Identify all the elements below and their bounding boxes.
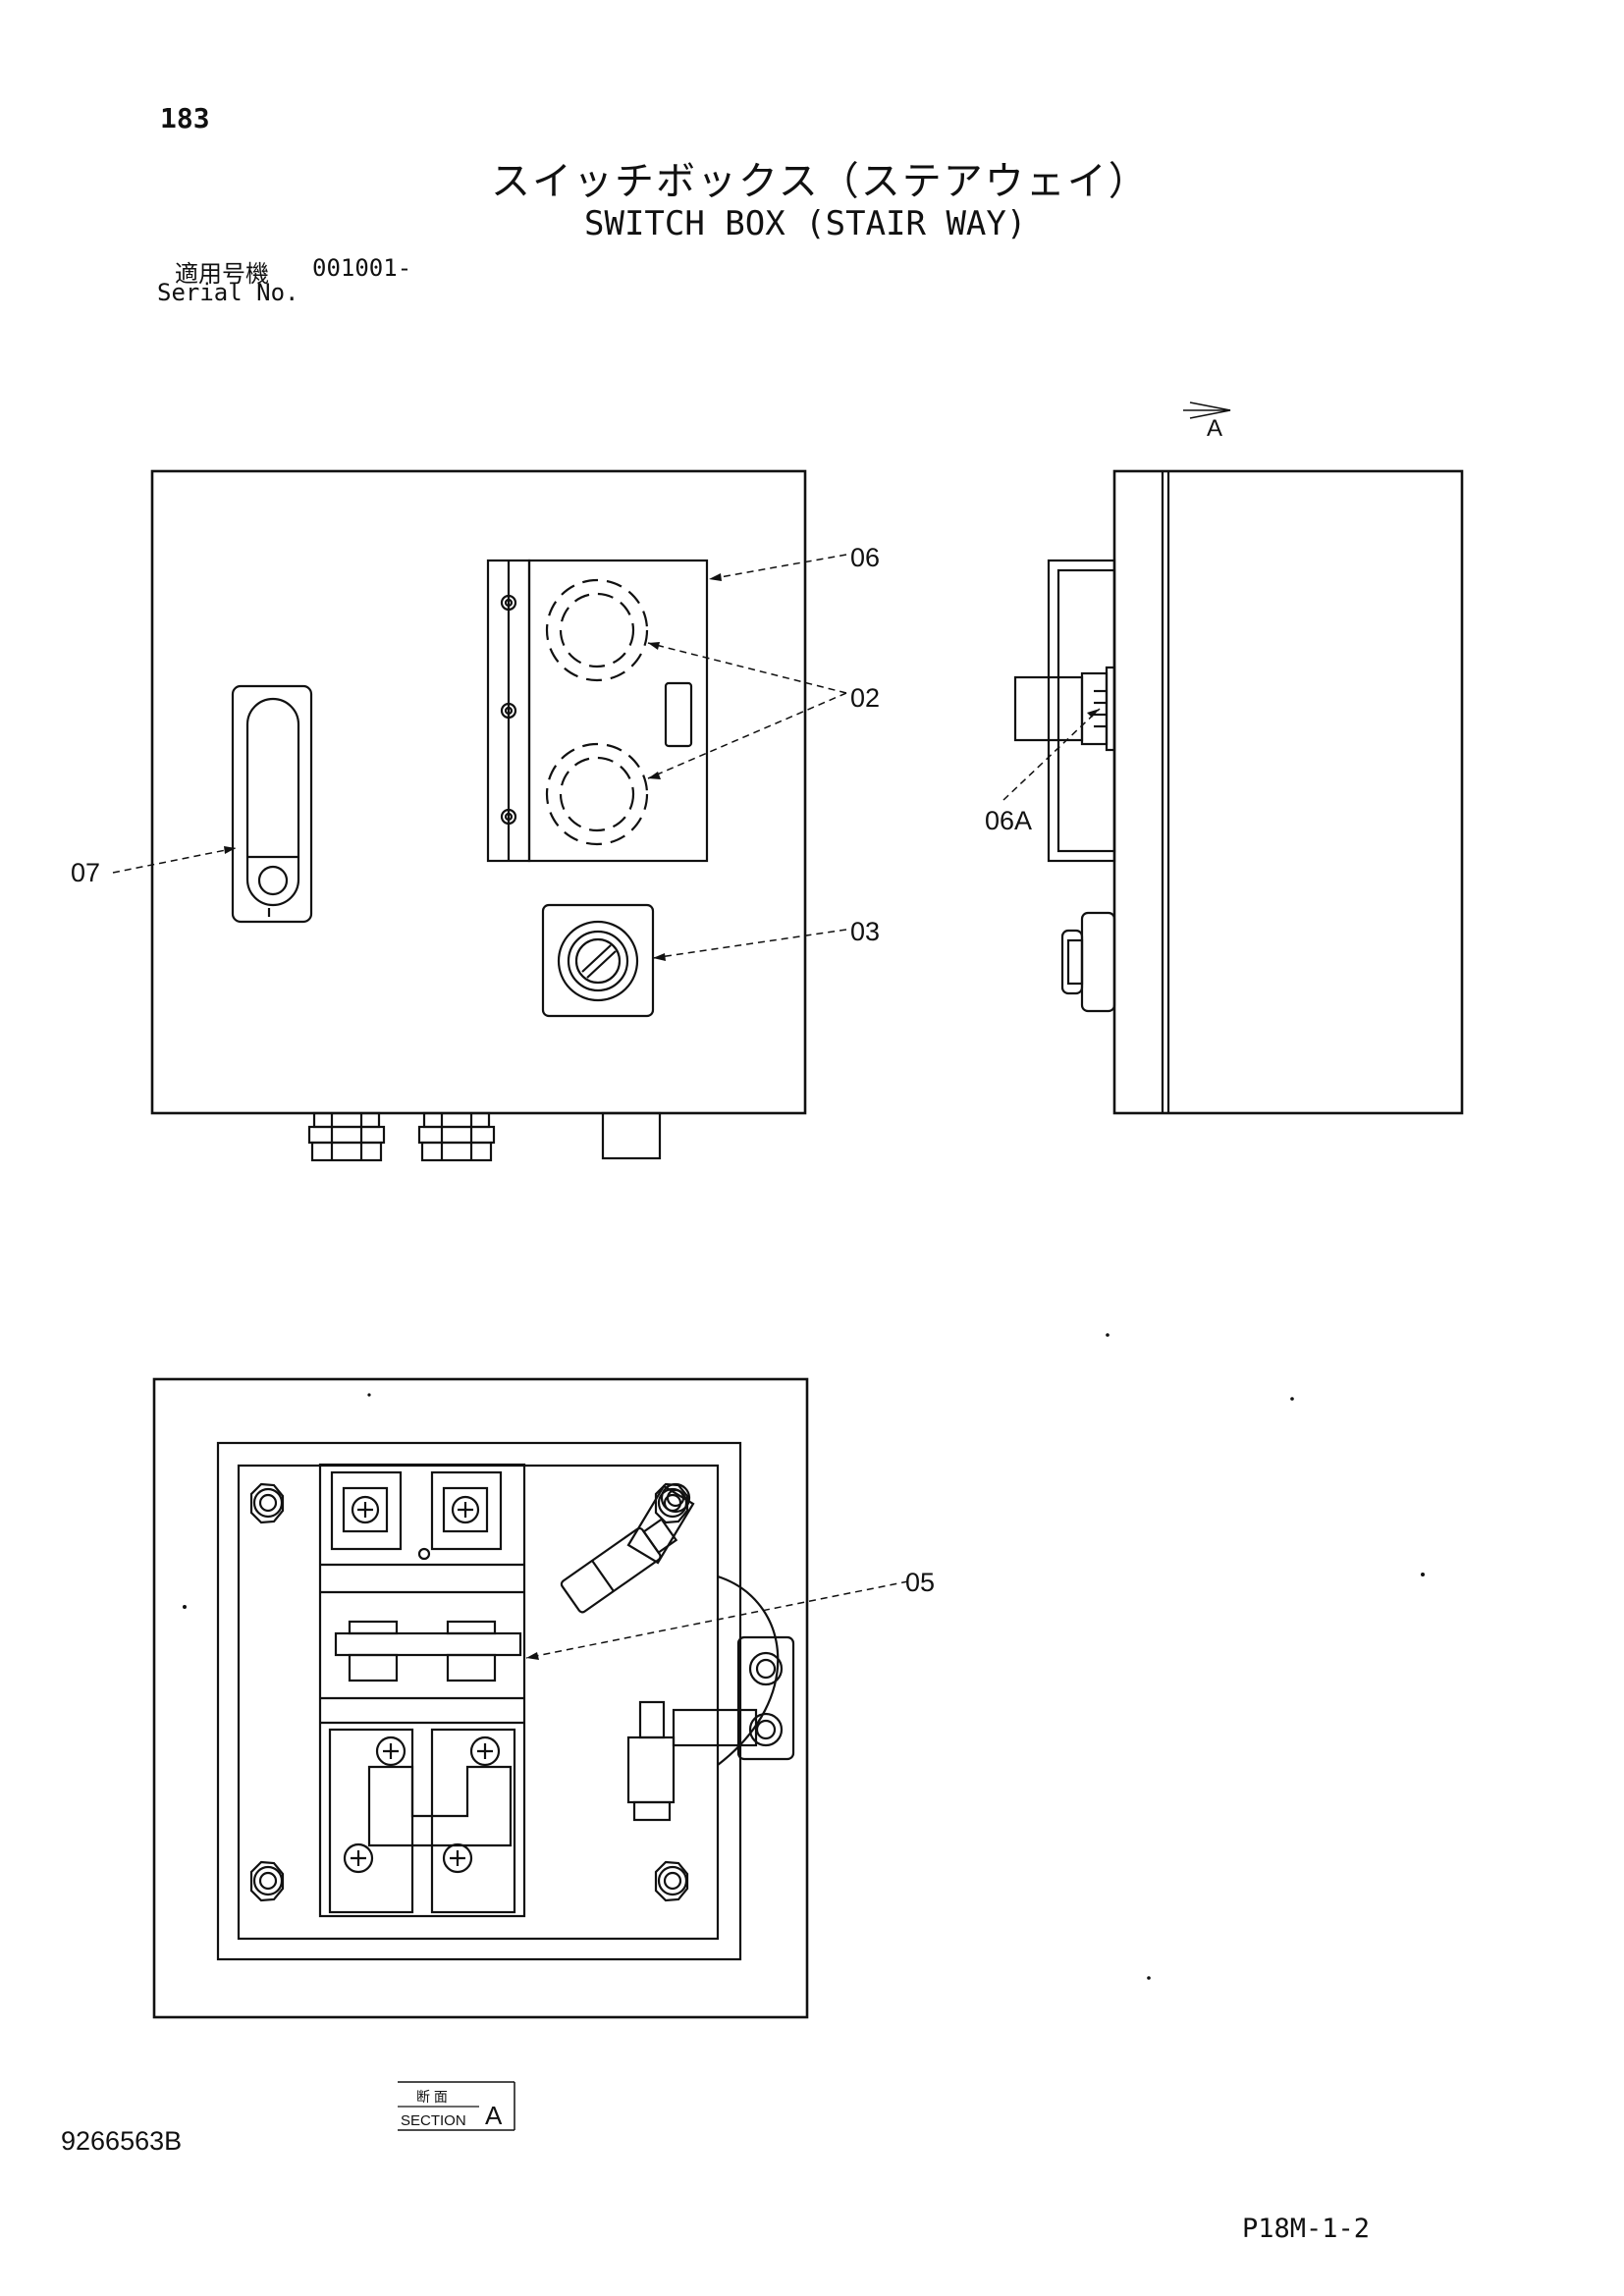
- title-english: SWITCH BOX (STAIR WAY): [584, 204, 1027, 243]
- push-buttons: [545, 578, 649, 846]
- upper-connector: [560, 1482, 695, 1614]
- callout-07: 07: [71, 858, 100, 887]
- section-label-japanese: 断 面: [416, 2089, 448, 2105]
- front-leaders: [112, 554, 847, 959]
- cable-glands: [307, 1111, 662, 1162]
- side-view-enclosure: [1112, 469, 1464, 1115]
- callout-03: 03: [850, 917, 880, 946]
- scan-specks: [183, 1333, 1425, 1980]
- serial-label-english: Serial No.: [157, 279, 299, 306]
- callout-06: 06: [850, 543, 880, 572]
- mounting-nuts: [249, 1482, 689, 1902]
- leader-06a: [1002, 708, 1101, 801]
- door-handle: [231, 684, 313, 924]
- front-arrowheads: [224, 573, 722, 961]
- page-number: 183: [160, 102, 210, 134]
- leader-05: [525, 1580, 909, 1659]
- serial-number-value: 001001-: [312, 254, 412, 282]
- key-switch: [541, 903, 655, 1018]
- callout-06a: 06A: [985, 806, 1032, 835]
- side-view: [1002, 401, 1464, 1115]
- mounting-plate: [216, 1441, 742, 1961]
- serial-label-japanese: 適用号機: [175, 260, 269, 288]
- view-a-letter: A: [1207, 415, 1222, 442]
- section-letter: A: [485, 2101, 503, 2130]
- section-box: 断 面 SECTION A: [398, 2081, 515, 2131]
- title-japanese: スイッチボックス（ステアウェイ）: [491, 159, 1150, 204]
- view-a-marker: [1183, 401, 1231, 419]
- lower-connector: [626, 1635, 795, 1822]
- callout-05: 05: [905, 1568, 935, 1597]
- circuit-breaker: [318, 1463, 526, 1918]
- document-number: 9266563B: [61, 2126, 183, 2156]
- section-outer-frame: [152, 1377, 809, 2019]
- front-view: [112, 469, 847, 1162]
- switch-plate: [486, 559, 709, 863]
- section-a-view: [152, 1377, 909, 2019]
- callout-02: 02: [850, 683, 880, 713]
- page-reference: P18M-1-2: [1242, 2214, 1371, 2244]
- section-label-english: SECTION: [401, 2112, 466, 2129]
